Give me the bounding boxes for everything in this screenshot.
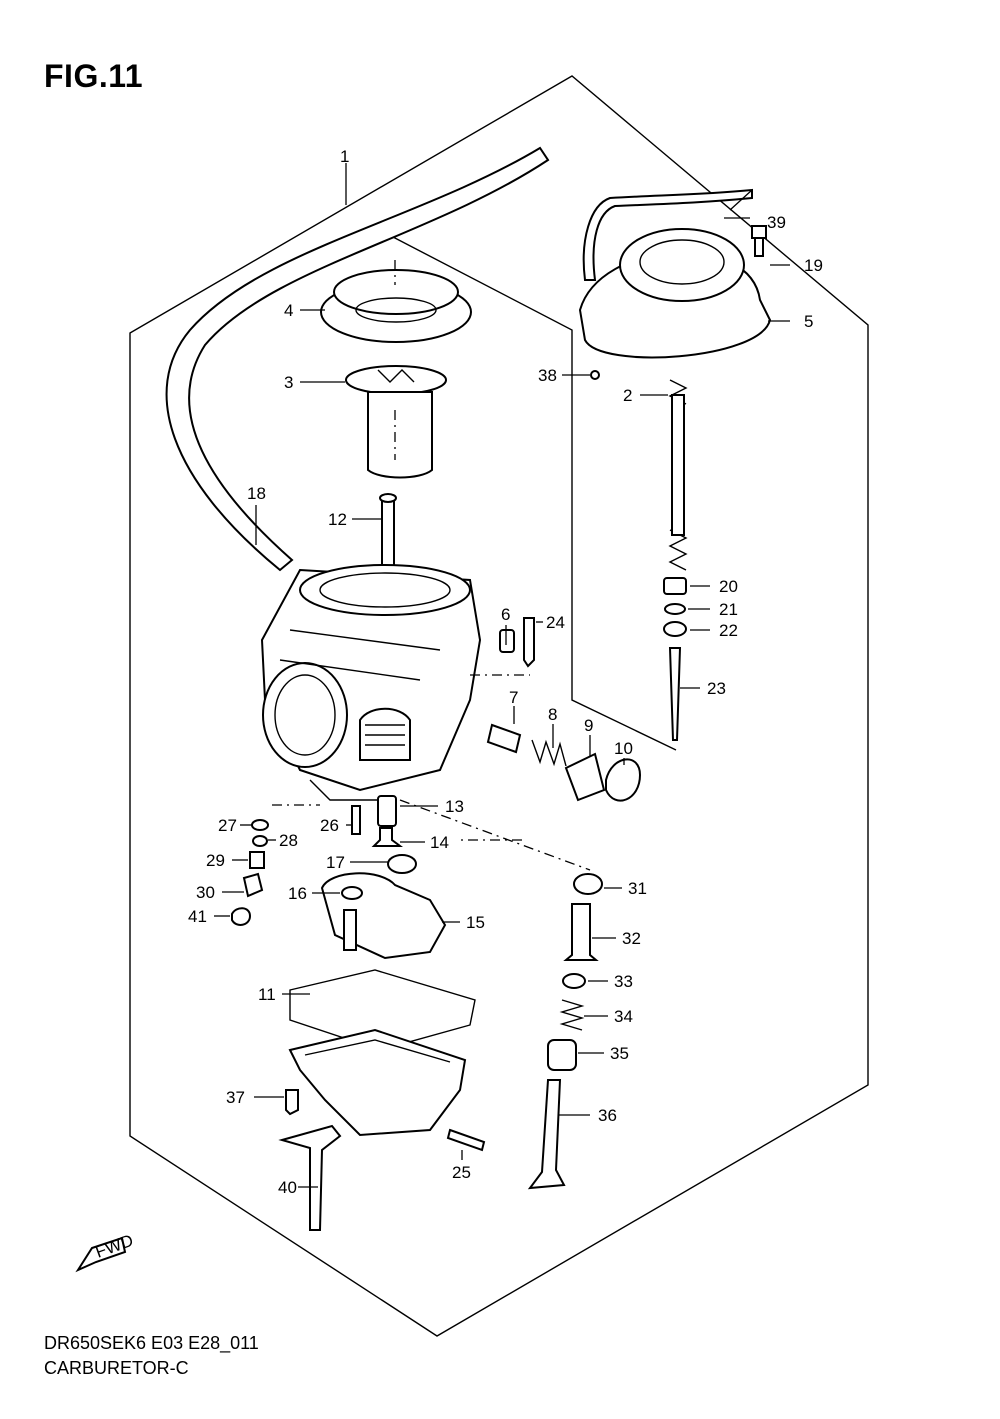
part-4-diaphragm: [320, 269, 472, 343]
part-19-screw: [751, 225, 767, 257]
callout-23: 23: [707, 679, 726, 698]
part-28-oring: [252, 835, 268, 847]
part-22-washer: [663, 621, 687, 637]
callout-21: 21: [719, 600, 738, 619]
fwd-label: FWD: [93, 1231, 136, 1262]
callout-14: 14: [430, 833, 449, 852]
callout-32: 32: [622, 929, 641, 948]
callout-7: 7: [509, 688, 518, 707]
callout-31: 31: [628, 879, 647, 898]
part-23-jet-needle: [668, 647, 682, 741]
callout-27: 27: [218, 816, 237, 835]
part-36-screw: [527, 1079, 566, 1190]
callout-25: 25: [452, 1163, 471, 1182]
callout-39: 39: [767, 213, 786, 232]
callout-5: 5: [804, 312, 813, 331]
part-31-nut: [573, 873, 603, 895]
callout-34: 34: [614, 1007, 633, 1026]
part-40-hose: [278, 1124, 342, 1231]
leader-lines: [214, 163, 790, 1188]
part-33-washer: [562, 973, 586, 989]
callout-19: 19: [804, 256, 823, 275]
part-2-spring: [668, 379, 688, 571]
part-18-hose: [165, 146, 550, 572]
callout-41: 41: [188, 907, 207, 926]
part-17-oring: [387, 854, 417, 874]
callout-26: 26: [320, 816, 339, 835]
callout-29: 29: [206, 851, 225, 870]
part-38-oring: [590, 370, 600, 380]
part-20-seat: [663, 577, 687, 595]
callout-8: 8: [548, 705, 557, 724]
cover-group-outline: [392, 236, 677, 751]
part-10-cap: [605, 758, 642, 802]
part-11-gasket: [289, 969, 476, 1051]
part-30-screw: [242, 872, 264, 898]
part-7-plunger: [486, 723, 522, 754]
callout-12: 12: [328, 510, 347, 529]
callout-15: 15: [466, 913, 485, 932]
callout-37: 37: [226, 1088, 245, 1107]
callout-13: 13: [445, 797, 464, 816]
part-34-spring: [559, 999, 585, 1031]
part-37-screw: [285, 1089, 299, 1116]
callout-35: 35: [610, 1044, 629, 1063]
callout-38: 38: [538, 366, 557, 385]
callout-2: 2: [623, 386, 632, 405]
callout-9: 9: [584, 716, 593, 735]
callout-28: 28: [279, 831, 298, 850]
part-39-hose: [582, 188, 753, 281]
fwd-arrow-icon: FWD: [75, 1231, 136, 1273]
model-code: DR650SEK6 E03 E28_011: [44, 1333, 259, 1353]
callout-22: 22: [719, 621, 738, 640]
part-6-pin: [499, 629, 515, 653]
part-26-jet: [351, 805, 361, 835]
assembly-line: [272, 674, 591, 871]
callout-24: 24: [546, 613, 565, 632]
callout-4: 4: [284, 301, 293, 320]
part-5-top-cover: [578, 228, 772, 359]
section-name: CARBURETOR-C: [44, 1358, 189, 1378]
part-21-clip: [664, 603, 686, 615]
part-24-pin: [523, 617, 535, 668]
part-25-screw: [446, 1128, 486, 1152]
callout-20: 20: [719, 577, 738, 596]
part-41-cap: [231, 907, 252, 926]
part-15-float: [320, 872, 447, 960]
part-14-jet: [371, 827, 403, 847]
assembly-frame: [129, 75, 869, 1337]
carburetor-body: [260, 564, 482, 801]
part-3-piston: [345, 365, 447, 479]
callout-16: 16: [288, 884, 307, 903]
part-27-oring: [251, 819, 269, 831]
callout-6: 6: [501, 605, 510, 624]
callout-17: 17: [326, 853, 345, 872]
part-8-spring: [531, 739, 567, 767]
callout-1: 1: [340, 147, 349, 166]
callout-18: 18: [247, 484, 266, 503]
part-32-screw: [563, 903, 599, 961]
part-16-seal: [341, 886, 363, 900]
callout-30: 30: [196, 883, 215, 902]
callout-40: 40: [278, 1178, 297, 1197]
callout-11: 11: [258, 985, 276, 1004]
part-13-jet: [377, 795, 397, 827]
callout-3: 3: [284, 373, 293, 392]
callout-36: 36: [598, 1106, 617, 1125]
callout-10: 10: [614, 739, 633, 758]
part-35-collar: [547, 1039, 577, 1071]
figure-title: FIG.11: [44, 58, 144, 94]
part-29-spring: [249, 851, 265, 869]
float-bowl: [288, 1028, 467, 1137]
callout-33: 33: [614, 972, 633, 991]
part-9-nut: [564, 752, 606, 802]
